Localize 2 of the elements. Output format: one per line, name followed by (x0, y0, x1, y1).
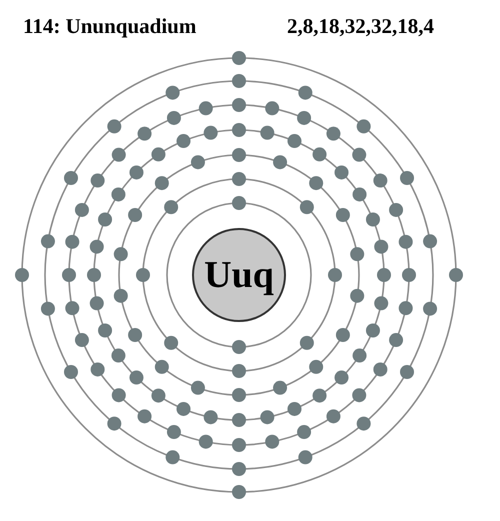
title: 114: Ununquadium (23, 13, 196, 40)
electron-configuration: 2,8,18,32,32,18,4 (287, 13, 434, 40)
